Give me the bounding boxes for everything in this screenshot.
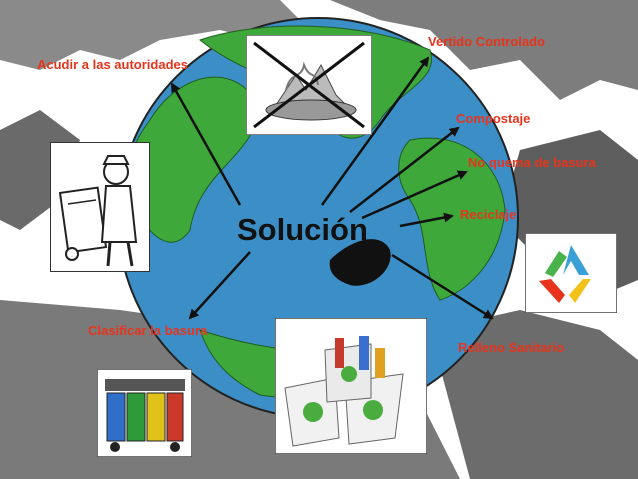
arrow-to-relleno — [391, 253, 494, 320]
sanitation-worker-with-bin-icon — [50, 142, 150, 272]
center-label: Solución — [237, 212, 368, 247]
branch-label-compostaje: Compostaje — [456, 111, 531, 126]
branch-label-autoridades: Acudir a las autoridades — [37, 57, 188, 72]
arrow-to-vertido — [320, 56, 430, 206]
arrow-to-clasificar — [188, 251, 251, 320]
recycling-boxes-icon — [275, 318, 427, 454]
recycle-symbol-icon — [525, 233, 617, 313]
branch-label-reciclaje: Reciclaje — [460, 207, 517, 222]
branch-label-relleno: Relleno Sanitario — [458, 340, 565, 355]
branch-label-vertido: Vertido Controlado — [428, 34, 545, 49]
branch-label-clasificar: Clasificar la basura — [88, 323, 208, 338]
map-shape-top-right — [330, 0, 638, 100]
arrow-to-compostaje — [349, 126, 460, 213]
arrow-to-no-quema — [361, 170, 468, 220]
arrow-to-autoridades — [170, 82, 242, 206]
branch-label-no-quema: No quema de basura — [468, 155, 596, 170]
map-shape-bottom-right — [430, 310, 638, 479]
map-shape-top-left — [0, 0, 300, 70]
sorting-bins-icon — [97, 369, 192, 457]
crossed-out-burning-trash-icon — [246, 35, 372, 135]
globe-dark-spot — [329, 239, 391, 286]
arrow-to-reciclaje — [399, 212, 454, 228]
